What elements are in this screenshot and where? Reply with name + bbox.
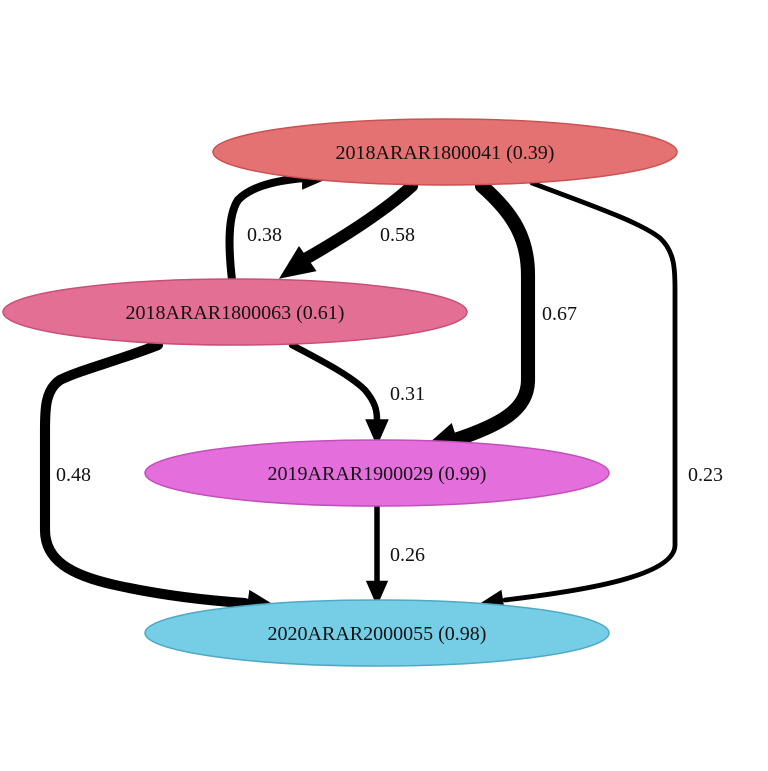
edge-weight-label: 0.26 <box>390 544 425 566</box>
node-n41[interactable]: 2018ARAR1800041 (0.39) <box>212 118 678 186</box>
edge-arrowhead <box>365 580 389 607</box>
node-label: 2018ARAR1800063 (0.61) <box>126 302 345 324</box>
edge-e29-55: 0.26 <box>365 503 425 607</box>
edge-e41-63: 0.58 <box>278 179 419 279</box>
edge-e63-41: 0.38 <box>225 164 332 284</box>
node-ellipse[interactable] <box>144 599 610 667</box>
edge-line <box>225 174 309 284</box>
edge-line <box>502 180 678 603</box>
edge-line <box>293 179 419 269</box>
node-n29[interactable]: 2019ARAR1900029 (0.99) <box>144 439 610 507</box>
edges-layer: 0.38 0.58 0.67 0.23 0.31 0.48 0.26 <box>39 164 723 618</box>
edge-arrowhead <box>365 419 389 447</box>
edge-arrowhead <box>278 246 317 279</box>
node-n63[interactable]: 2018ARAR1800063 (0.61) <box>2 278 468 346</box>
edge-line <box>288 341 381 424</box>
edge-weight-label: 0.48 <box>56 464 91 486</box>
edge-weight-label: 0.38 <box>247 224 282 246</box>
edge-weight-label: 0.67 <box>542 303 577 325</box>
node-label: 2019ARAR1900029 (0.99) <box>268 463 487 485</box>
node-label: 2018ARAR1800041 (0.39) <box>336 142 555 164</box>
edge-weight-label: 0.58 <box>380 224 415 246</box>
node-ellipse[interactable] <box>144 439 610 507</box>
edge-line <box>447 178 536 448</box>
node-label: 2020ARAR2000055 (0.98) <box>268 623 487 645</box>
nodes-layer: 2018ARAR1800041 (0.39) 2018ARAR1800063 (0… <box>2 118 678 667</box>
node-ellipse[interactable] <box>2 278 468 346</box>
edge-line <box>39 339 251 609</box>
node-n55[interactable]: 2020ARAR2000055 (0.98) <box>144 599 610 667</box>
edge-weight-label: 0.31 <box>390 383 425 405</box>
node-ellipse[interactable] <box>212 118 678 186</box>
edge-weight-label: 0.23 <box>688 464 723 486</box>
edge-e41-55: 0.23 <box>478 180 723 611</box>
edge-e63-29: 0.31 <box>288 341 425 447</box>
